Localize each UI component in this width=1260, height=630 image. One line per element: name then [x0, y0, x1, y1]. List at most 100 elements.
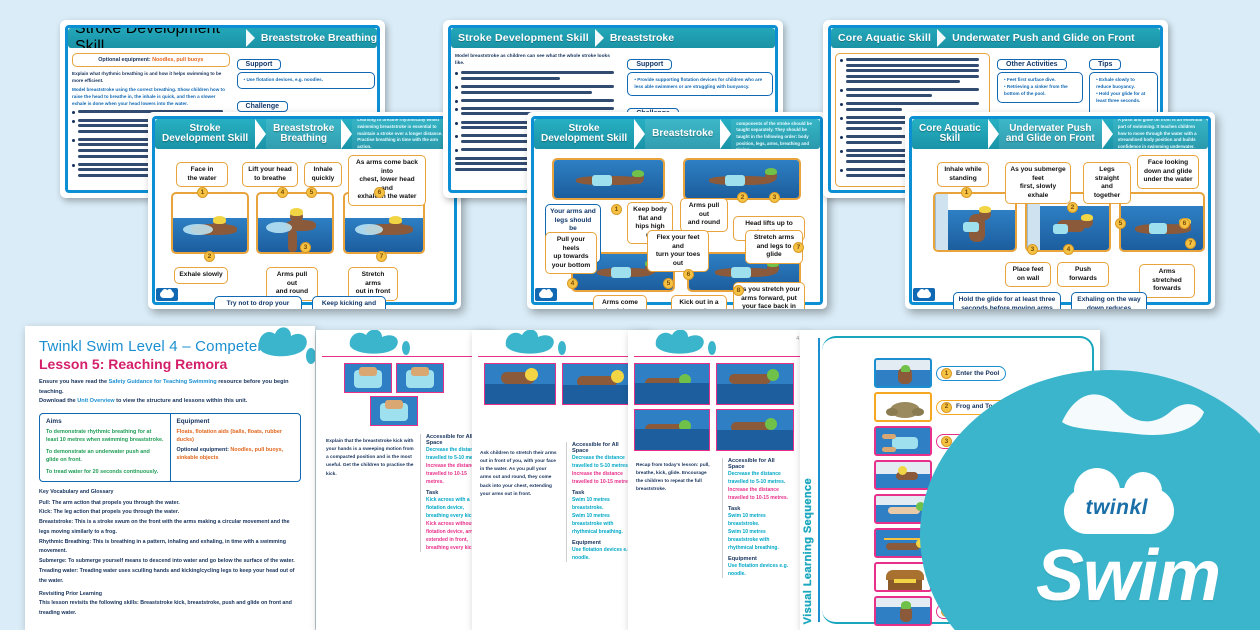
vocab-term: Rhythmic Breathing:	[39, 538, 92, 545]
model-text: Model breaststroke using the correct bre…	[72, 86, 225, 106]
tip-box-1: Try not to drop your core and legs as yo…	[214, 296, 302, 309]
vocab-def: The arm action that propels you through …	[51, 499, 180, 506]
equipment-label: Optional equipment:	[98, 57, 151, 63]
step-number-5: 5	[306, 187, 317, 198]
accessible-column: Accessible for All Space Decrease the di…	[566, 442, 638, 562]
task-text-1: Swim 10 metres breaststroke.	[728, 513, 766, 527]
divider	[322, 356, 488, 358]
equipment-panel: Optional equipment: Noodles, pull buoys	[72, 53, 230, 67]
header-skill-label: Stroke Development Skill	[162, 122, 249, 144]
tip-box-1: Hold the glide for at least three second…	[953, 292, 1061, 309]
callout-stretch-forward: As you stretch your arms forward, put yo…	[733, 282, 805, 309]
equipment-text: Use flotation devices e.g. noodle.	[728, 563, 789, 577]
support-block: Support • Provide supporting flotation d…	[627, 53, 773, 96]
vocab-def: To submerge yourself means to descend in…	[68, 558, 295, 565]
step-number-8: 8	[733, 285, 744, 296]
vocab-term: Kick:	[39, 509, 52, 516]
splash	[355, 224, 383, 235]
task-text-1: Kick across with a flotation device, bre…	[426, 497, 476, 519]
illustration-lift-head	[256, 192, 334, 254]
space-head: Space	[572, 448, 589, 454]
activity-page-3[interactable]: 3 Ask children to stretch their arms out…	[472, 330, 650, 630]
swimmer-cap	[632, 170, 644, 177]
support-block: Support • Use flotation devices, e.g. no…	[236, 53, 375, 89]
card-breaststroke-breathing-front[interactable]: Stroke Development Skill Breaststroke Br…	[148, 112, 461, 309]
callout-inhale-standing: Inhale while standing	[937, 162, 989, 188]
vocab-def: This is a stroke swum on the front with …	[39, 519, 290, 535]
splash	[266, 222, 292, 233]
optional-equipment-value: Noodles, pull buoys, sinkable objects	[176, 446, 284, 462]
activity-thumbnail	[634, 409, 710, 451]
activity-thumbnail	[370, 396, 418, 426]
activity-page-4[interactable]: 4 Recap from today's lesson: pull,	[628, 330, 806, 630]
card-header: Stroke Development Skill Breaststroke Br…	[155, 119, 454, 149]
step-number-5: 5	[1115, 218, 1126, 229]
chevron-right-icon	[255, 119, 267, 149]
activity-page-2[interactable]: 2 Explain that the breaststroke kick wit…	[316, 330, 494, 630]
sequence-number: 2	[941, 401, 952, 413]
ribbon-skill-label: Core Aquatic Skill	[838, 32, 932, 44]
card-header: Stroke Development Skill Breaststroke Be…	[534, 119, 820, 149]
vocab-item: Treading water: Treading water uses scul…	[39, 567, 301, 587]
aims-cell: Aims To demonstrate rhythmic breathing f…	[40, 414, 170, 481]
space-text-1: Decrease the distance travelled to 5-10 …	[572, 455, 630, 469]
header-note: Before teaching the full stroke, all com…	[731, 119, 820, 149]
chevron-right-icon	[634, 119, 646, 149]
support-content: • Use flotation devices, e.g. noodles.	[236, 72, 375, 89]
card-ribbon: Stroke Development Skill Breaststroke	[451, 28, 775, 48]
support-item: Provide supporting flotation devices for…	[634, 77, 763, 89]
sequence-image-treading-water	[874, 596, 932, 626]
swimmer-trunks	[592, 175, 612, 186]
aim-2: To demonstrate an underwater push and gl…	[46, 448, 150, 464]
callout-arms-come-back: Arms come back into chest	[593, 295, 647, 309]
swimmer-body	[365, 224, 413, 235]
step-number-1: 1	[611, 204, 622, 215]
chevron-right-icon	[937, 29, 947, 47]
illustration-submerging	[1025, 192, 1111, 252]
callout-arms-pull-round: Arms pull out and round	[680, 198, 728, 232]
header-skill-label: Core Aquatic Skill	[919, 122, 981, 144]
swimmer-trunks	[725, 175, 745, 186]
vocab-def: The leg action that propels you through …	[53, 509, 180, 516]
card-frame	[152, 116, 457, 305]
activity-body: Explain that the breaststroke kick with …	[326, 438, 414, 479]
lesson-title: Twinkl Swim Level 4 – Competent	[39, 338, 271, 355]
vocab-label: Key Vocabulary and Glossary	[39, 488, 114, 495]
callout-kick-out: Kick out in a sweeping motion	[671, 295, 727, 309]
header-topic-label: Underwater Push and Glide on Front	[998, 119, 1102, 149]
tips-label: Tips	[1089, 59, 1122, 70]
step-number-3: 3	[769, 192, 780, 203]
callout-flex-feet: Flex your feet and turn your toes out	[647, 230, 709, 273]
card-push-glide-front[interactable]: Core Aquatic Skill Underwater Push and G…	[905, 112, 1215, 309]
sequence-text: Enter the Pool	[956, 369, 1000, 377]
card-breaststroke-front[interactable]: Stroke Development Skill Breaststroke Be…	[527, 112, 827, 309]
activity-thumbnail	[716, 409, 794, 451]
ribbon-topic-label: Underwater Push and Glide on Front	[952, 32, 1135, 44]
tips-content: • Exhale slowly to reduce buoyancy. • Ho…	[1089, 72, 1158, 119]
activity-thumbnail	[716, 363, 794, 405]
support-label: Support	[236, 59, 282, 70]
lesson-plan-document[interactable]: Twinkl Swim Level 4 – Competent Lesson 5…	[25, 326, 315, 630]
lead-text: Explain what rhythmic breathing is and h…	[72, 71, 222, 83]
swim-wordmark: Swim	[1035, 536, 1221, 616]
space-head: Space	[728, 464, 745, 470]
safety-guidance-link[interactable]: Safety Guidance for Teaching Swimming	[108, 379, 217, 385]
vocab-item: Kick: The leg action that propels you th…	[39, 508, 301, 518]
step-number-4: 4	[277, 187, 288, 198]
callout-place-feet: Place feet on wall	[1005, 262, 1051, 288]
equipment-value: Floats, flotation aids (balls, floats, r…	[176, 428, 282, 444]
sequence-image-breaststroke-breathing	[874, 460, 932, 490]
task-head: Task	[572, 490, 585, 496]
list-item[interactable]: 1 Enter the Pool	[874, 358, 1007, 388]
swimmer-trunks	[1053, 224, 1068, 234]
divider	[478, 356, 644, 358]
activity-body-text: Explain that the breaststroke kick with …	[326, 439, 414, 477]
vocab-item: Rhythmic Breathing: This is breathing in…	[39, 538, 301, 558]
twinkl-logo	[156, 288, 178, 301]
unit-overview-link[interactable]: Unit Overview	[77, 398, 115, 404]
space-head: Space	[426, 440, 443, 446]
step-number-3: 3	[300, 242, 311, 253]
callout-top-3: Inhale quickly	[304, 162, 342, 188]
callout-top-2: Lift your head to breathe	[242, 162, 298, 188]
space-text-1: Decrease the distance travelled to 5-10 …	[426, 447, 484, 461]
